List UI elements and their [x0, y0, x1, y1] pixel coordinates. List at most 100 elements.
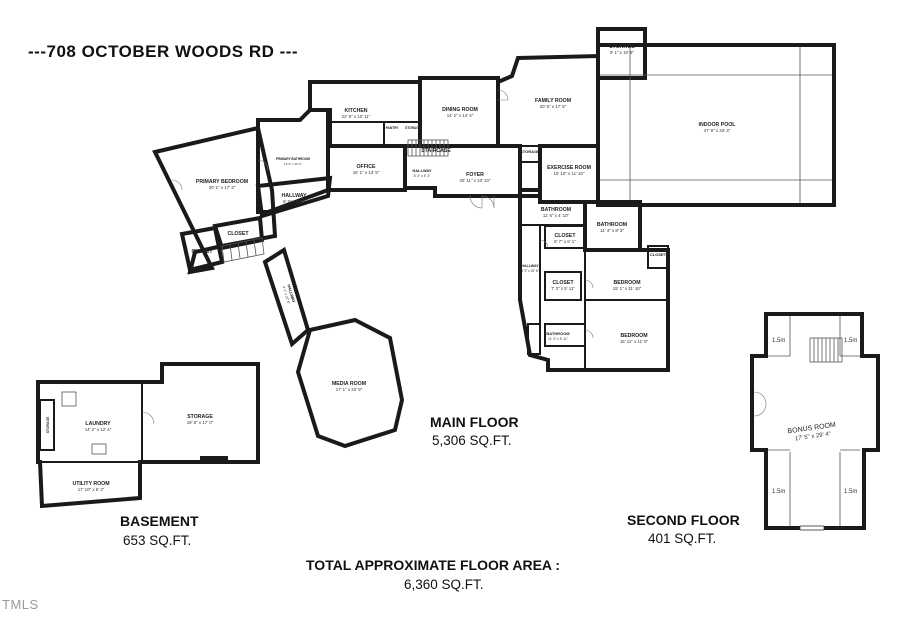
total-area-label: TOTAL APPROXIMATE FLOOR AREA :	[306, 557, 561, 573]
basement-plan: LAUNDRY 14' 2" x 12' 4" STORAGE 19' 8" x…	[36, 362, 260, 509]
primary-stair	[221, 237, 265, 263]
ceiling-mark-tr: 1.5m	[844, 338, 857, 344]
room-bathroom-a-name: BATHROOM	[541, 207, 571, 213]
closet-b-walls	[647, 245, 669, 269]
room-closet-a-dim: 8' 7" x 6' 1"	[554, 239, 576, 244]
storage-mid-walls	[519, 145, 541, 163]
second-floor-plan: BONUS ROOM 17' 5" x 29' 4" 1.5m 1.5m 1.5…	[750, 312, 880, 531]
room-laundry-name: LAUNDRY	[85, 421, 111, 427]
room-dining-dim: 14' 2" x 14' 4"	[447, 113, 474, 118]
second-floor-area: 401 SQ.FT.	[648, 531, 717, 546]
room-bedroom-b-name: BEDROOM	[620, 333, 647, 339]
room-hallway-media-label: HALLWAY 4' 1" x 22' 6"	[282, 284, 297, 306]
room-family-name: FAMILY ROOM	[535, 98, 571, 104]
basement-storage-walls	[39, 399, 55, 451]
room-bedroom-a-dim: 15' 1" x 11' 10"	[613, 286, 642, 291]
room-primary-bedroom-name: PRIMARY BEDROOM	[196, 179, 248, 185]
room-hallway-media-dim: 4' 1" x 22' 6"	[282, 286, 291, 306]
laundry-fixture	[61, 391, 77, 407]
bonus-door	[753, 391, 767, 417]
bathroom-c-walls	[544, 323, 586, 347]
room-closet-c-name: CLOSET	[552, 280, 574, 286]
room-bonus-label: BONUS ROOM 17' 5" x 29' 4"	[787, 422, 836, 443]
room-hallway-bed-name: HALLWAY	[521, 264, 539, 268]
room-dining-name: DINING ROOM	[442, 107, 478, 113]
storage-top-walls	[596, 27, 647, 80]
room-storage-base-small-label: STORAGE	[46, 416, 50, 433]
page-title: ---708 OCTOBER WOODS RD ---	[28, 42, 299, 61]
laundry-sink	[91, 443, 107, 455]
basement-stair-block	[200, 456, 228, 462]
total-area-value: 6,360 SQ.FT.	[404, 577, 484, 592]
room-indoor-pool-dim: 47' 9" x 33' 3"	[704, 128, 731, 133]
room-indoor-pool-name: INDOOR POOL	[699, 122, 737, 128]
room-laundry-dim: 14' 2" x 12' 4"	[85, 427, 112, 432]
room-bathroom-a-dim: 11' 6" x 4' 10"	[543, 213, 570, 218]
room-bathroom-c-name: BATHROOM	[546, 331, 570, 336]
room-family-dim: 20' 6" x 17' 5"	[540, 104, 567, 109]
room-primary-bath-dim: 13' 8" x 10' 0"	[284, 162, 302, 166]
room-storage-mid-name: STORAGE	[520, 149, 540, 154]
primary-hallway-walls	[255, 175, 333, 219]
room-hallway-main-dim: 6' 4" x 5' 3"	[414, 174, 432, 178]
room-storage-top-dim: 9' 1" x 10' 8"	[610, 50, 635, 55]
room-closet-primary-b-name: CLOSET	[227, 231, 249, 237]
bathroom-b-walls	[583, 200, 642, 252]
ceiling-mark-br: 1.5m	[844, 489, 857, 495]
room-storage-small-name: STORAGE	[405, 126, 421, 130]
basement-area: 653 SQ.FT.	[123, 533, 192, 548]
room-storage-base-small-name: STORAGE	[46, 416, 50, 433]
room-hallway-media-name: HALLWAY	[286, 284, 296, 304]
second-floor-label: SECOND FLOOR	[627, 512, 740, 528]
room-foyer-name: FOYER	[466, 172, 484, 178]
watermark-logo: TMLS	[2, 597, 39, 612]
room-primary-bedroom-dim: 20' 1" x 17' 3"	[209, 185, 236, 190]
room-bathroom-b-name: BATHROOM	[597, 222, 627, 228]
room-bedroom-b-dim: 15' 11" x 11' 9"	[620, 339, 649, 344]
bonus-room-walls	[750, 312, 880, 530]
room-bathroom-b-dim: 11' 4" x 8' 3"	[600, 228, 624, 233]
room-hallway-bed-dim: 4' 9" x 26' 6"	[521, 269, 538, 273]
basement-door	[141, 411, 155, 425]
room-media-dim: 17' 1" x 22' 9"	[336, 387, 363, 392]
room-bedroom-a-name: BEDROOM	[613, 280, 640, 286]
room-pantry-name: PANTRY	[386, 126, 400, 130]
bonus-window-bottom	[799, 525, 825, 531]
room-staircase-name: STAIRCASE	[421, 148, 451, 154]
room-bathroom-c-dim: 11' 3" x 5' 11"	[548, 337, 569, 341]
staircase-treads	[411, 140, 445, 156]
media-room-walls	[295, 317, 405, 449]
room-hallway-primary-name: HALLWAY	[282, 193, 307, 199]
room-closet-c-dim: 7' 3" x 5' 11"	[551, 286, 575, 291]
room-closet-b-name: CLOSET	[650, 252, 667, 257]
room-foyer-dim: 20' 11" x 10' 10"	[459, 178, 491, 183]
room-primary-bath-name: PRIMARY BATHROOM	[276, 157, 310, 161]
main-floor-area: 5,306 SQ.FT.	[432, 433, 512, 448]
door-swings	[171, 89, 594, 339]
main-floor-label: MAIN FLOOR	[430, 414, 519, 430]
room-storage-base-dim: 19' 8" x 17' 0"	[187, 420, 214, 425]
ceiling-mark-tl: 1.5m	[772, 338, 785, 344]
main-floor-plan: STORAGE 9' 1" x 10' 8" INDOOR POOL 47' 9…	[152, 27, 836, 449]
room-kitchen-dim: 22' 8" x 10' 11"	[342, 114, 371, 119]
basement-label: BASEMENT	[120, 513, 199, 529]
ceiling-mark-bl: 1.5m	[772, 489, 785, 495]
room-closet-primary-a-name: CLOSET	[191, 249, 213, 255]
room-storage-top-name: STORAGE	[609, 44, 635, 50]
bedroom-wing-niche	[527, 323, 541, 355]
room-closet-a-name: CLOSET	[554, 233, 576, 239]
closet-c-walls	[544, 271, 582, 301]
room-utility-name: UTILITY ROOM	[72, 481, 109, 487]
room-exercise-dim: 10' 10" x 11' 10"	[553, 171, 585, 176]
room-hallway-main-name: HALLWAY	[412, 168, 432, 173]
room-media-name: MEDIA ROOM	[332, 381, 366, 387]
room-exercise-name: EXERCISE ROOM	[547, 165, 591, 171]
room-storage-base-name: STORAGE	[187, 414, 213, 420]
room-office-dim: 16' 1" x 13' 5"	[353, 170, 380, 175]
room-hallway-primary-dim: 8' 6" x 6' 0"	[283, 199, 305, 204]
room-kitchen-name: KITCHEN	[344, 108, 367, 114]
bonus-stair-treads	[813, 338, 839, 362]
room-utility-dim: 17' 10" x 6' 3"	[78, 487, 105, 492]
room-office-name: OFFICE	[356, 164, 376, 170]
